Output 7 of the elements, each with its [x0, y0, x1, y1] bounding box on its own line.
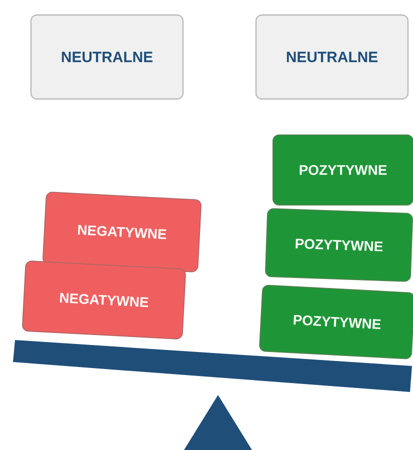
neutral-box: NEUTRALNE	[30, 14, 184, 100]
negative-box: NEGATYWNE	[42, 192, 202, 272]
negative-box: NEGATYWNE	[22, 260, 186, 340]
neutral-box: NEUTRALNE	[255, 14, 409, 100]
positive-box: POZYTYWNE	[272, 134, 413, 206]
positive-box: POZYTYWNE	[265, 208, 413, 282]
positive-box: POZYTYWNE	[259, 284, 413, 360]
